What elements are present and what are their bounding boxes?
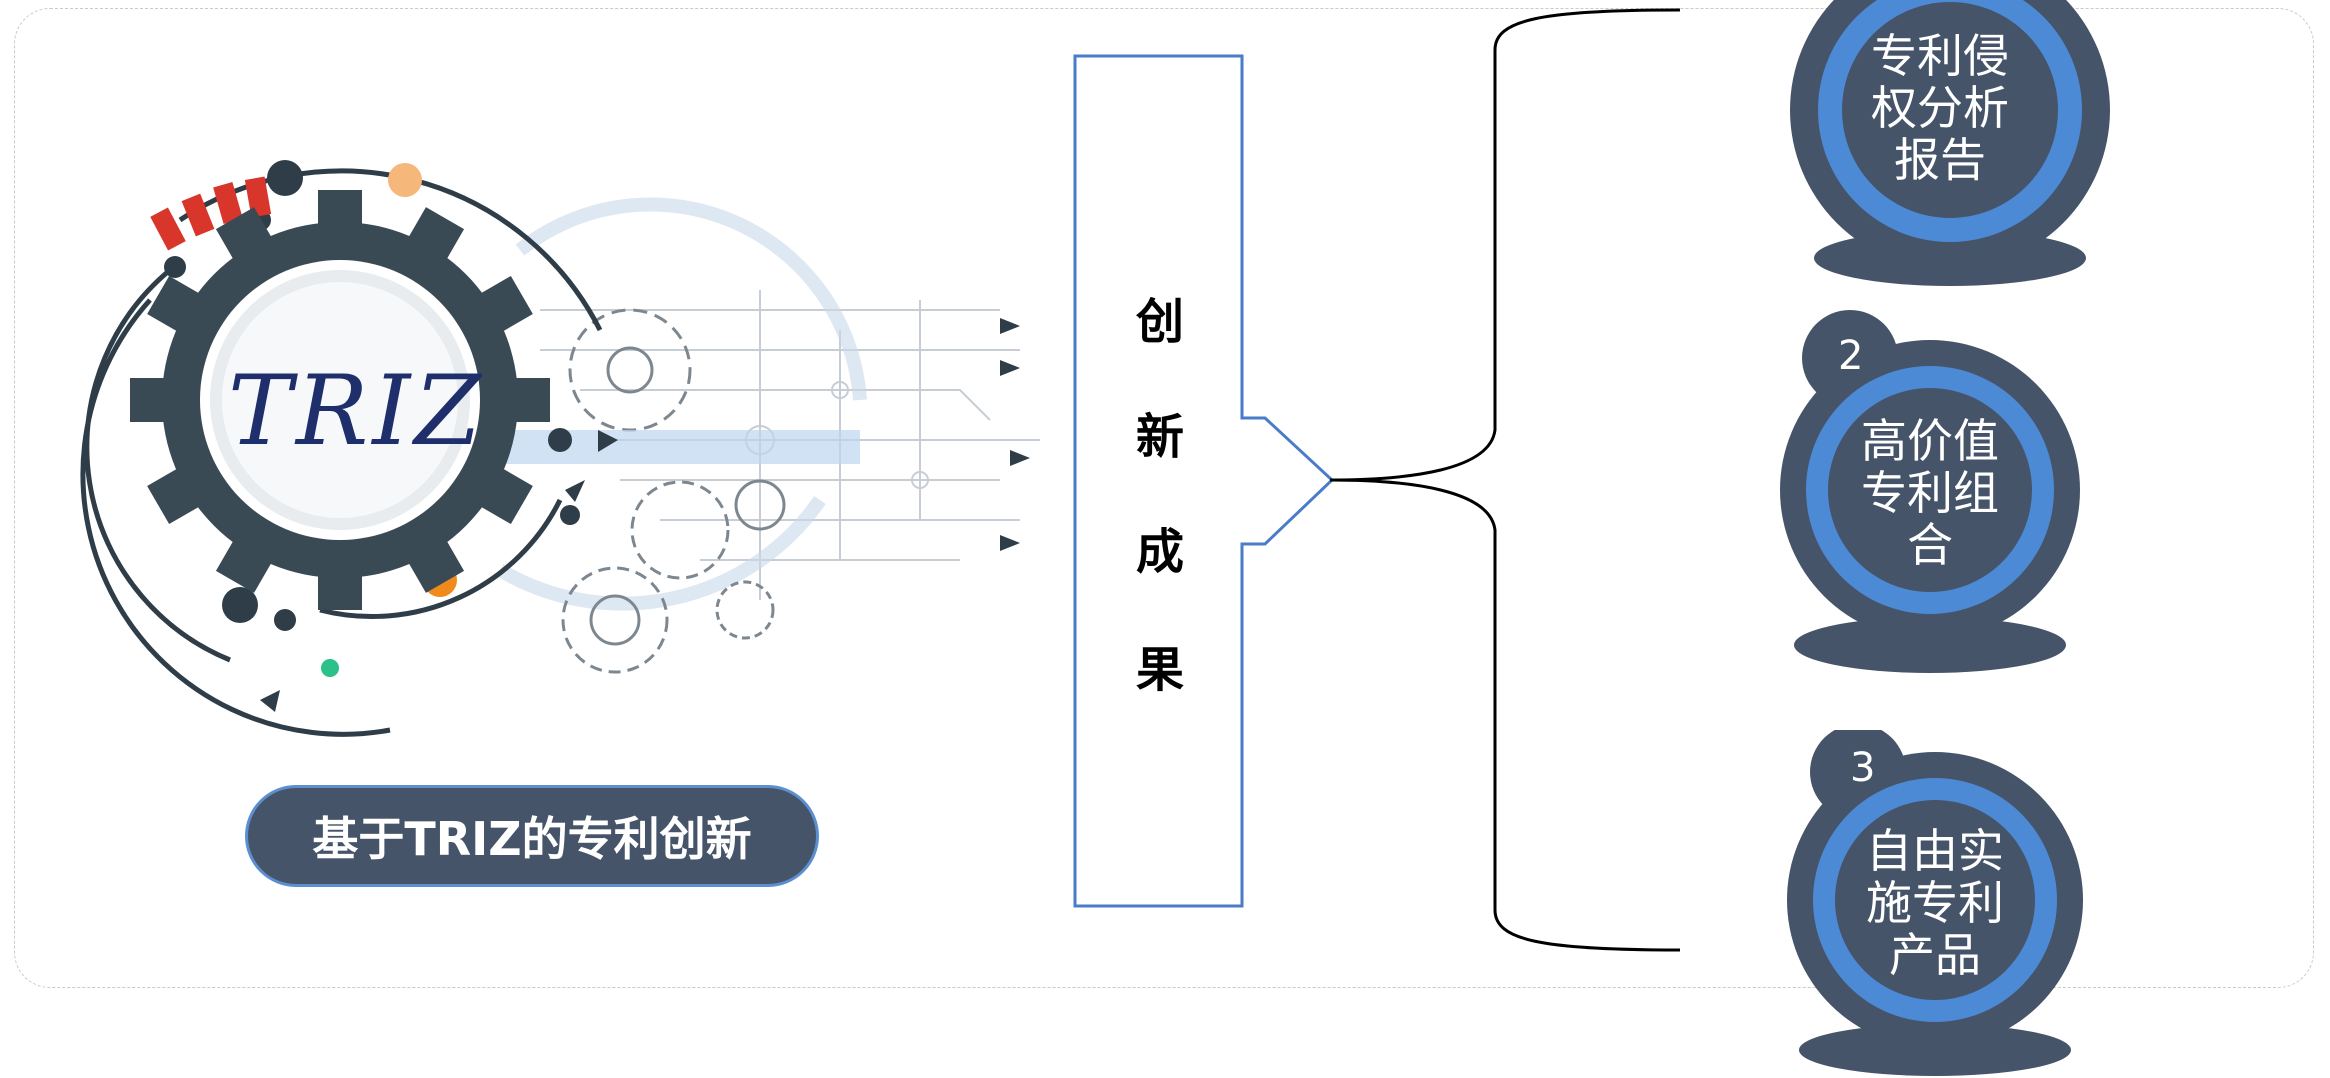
triz-logo-text: TRIZ bbox=[228, 355, 485, 467]
outcome-3-line-1: 自由实 bbox=[1866, 824, 2004, 878]
outcome-3-line-2: 施专利 bbox=[1866, 876, 2004, 930]
outcome-2-line-1: 高价值 bbox=[1861, 414, 1999, 468]
outcome-1-line-3: 报告 bbox=[1894, 133, 1986, 187]
arrow-char-1: 创 bbox=[1135, 294, 1184, 350]
outcome-2-label: 高价值 专利组 合 bbox=[1830, 415, 2030, 571]
outcome-badge-2 bbox=[1780, 310, 2080, 673]
outcome-badge-1 bbox=[1790, 0, 2110, 286]
big-gear bbox=[130, 190, 550, 610]
caption-badge: 基于TRIZ的专利创新 bbox=[245, 785, 819, 887]
outcome-3-label: 自由实 施专利 产品 bbox=[1835, 825, 2035, 981]
background-arcs bbox=[496, 197, 867, 611]
outcome-1-label: 专利侵 权分析 报告 bbox=[1840, 30, 2040, 186]
triz-gear-illustration bbox=[80, 160, 1040, 737]
outcome-2-number: 2 bbox=[1838, 333, 1864, 379]
arrow-char-4: 果 bbox=[1135, 642, 1184, 698]
outcome-3-number: 3 bbox=[1850, 745, 1876, 791]
arrow-char-2: 新 bbox=[1135, 409, 1184, 465]
outcome-3-line-3: 产品 bbox=[1889, 928, 1981, 982]
small-gears bbox=[561, 308, 786, 674]
brace-connector bbox=[1329, 8, 1681, 952]
outcome-2-line-3: 合 bbox=[1907, 518, 1953, 572]
outcome-2-line-2: 专利组 bbox=[1861, 466, 1999, 520]
arrow-char-3: 成 bbox=[1135, 524, 1184, 580]
outcome-arrow bbox=[1073, 54, 1335, 908]
red-segments bbox=[150, 176, 272, 251]
content-frame bbox=[14, 8, 2314, 988]
flow-arrows bbox=[260, 318, 1030, 712]
outcome-1-line-2: 权分析 bbox=[1871, 81, 2009, 135]
outcome-badge-3 bbox=[1787, 730, 2083, 1076]
outcome-1-line-1: 专利侵 bbox=[1871, 29, 2009, 83]
